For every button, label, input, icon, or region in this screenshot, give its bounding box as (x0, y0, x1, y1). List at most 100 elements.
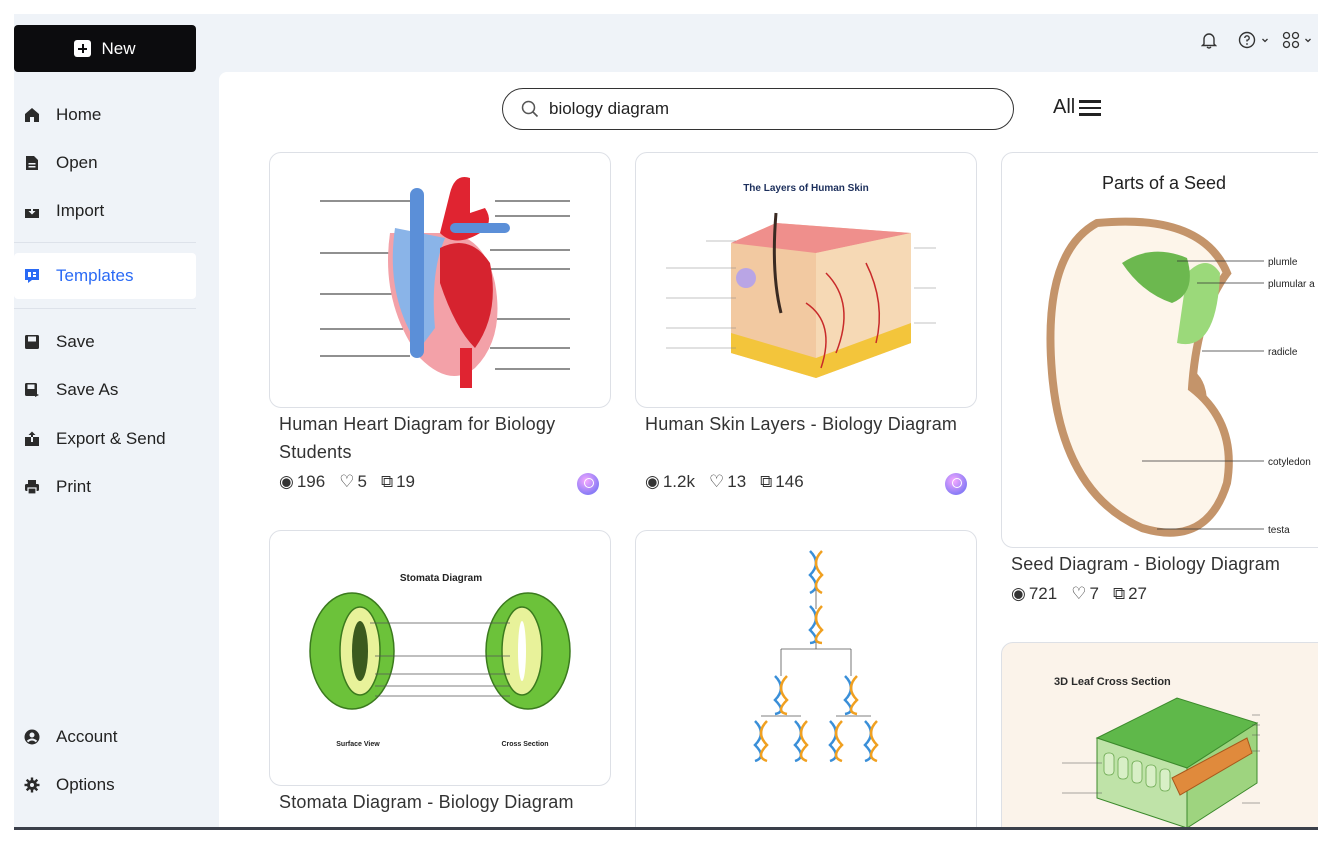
filter-all-button[interactable]: All (1053, 96, 1102, 119)
author-avatar[interactable] (577, 473, 599, 495)
sidebar-item-print[interactable]: Print (14, 464, 196, 510)
template-card[interactable]: Human Heart Diagram for Biology Students… (269, 152, 611, 502)
heart-diagram-image (320, 177, 570, 388)
sidebar-item-label: Save (56, 332, 95, 351)
sidebar-item-save-as[interactable]: Save As (14, 367, 196, 413)
sidebar-item-open[interactable]: Open (14, 140, 196, 186)
sidebar-item-label: Export & Send (56, 429, 166, 448)
gear-icon (24, 777, 40, 793)
views-count: 721 (1028, 584, 1058, 603)
sidebar-item-label: Account (56, 727, 118, 746)
sidebar-item-import[interactable]: Import (14, 188, 196, 234)
template-thumbnail[interactable]: The Layers of Human Skin (635, 152, 977, 408)
sidebar-item-export-send[interactable]: Export & Send (14, 416, 196, 462)
export-icon (25, 431, 39, 446)
template-thumbnail[interactable]: Parts of a Seed plumle plumular a radicl… (1001, 152, 1318, 548)
apps-button[interactable] (1282, 30, 1313, 50)
help-icon (1238, 31, 1256, 49)
seed-diagram-title: Parts of a Seed (1102, 173, 1226, 193)
sidebar-item-save[interactable]: Save (14, 319, 196, 365)
notification-button[interactable] (1201, 30, 1217, 50)
template-title[interactable]: Human Skin Layers - Biology Diagram (645, 414, 958, 434)
template-card[interactable]: Parts of a Seed plumle plumular a radicl… (1001, 152, 1318, 622)
apps-grid-icon (1282, 31, 1300, 49)
sidebar-item-label: Print (56, 477, 91, 496)
template-thumbnail[interactable]: 3D Leaf Cross Section (1001, 642, 1318, 828)
copies-count: 27 (1128, 584, 1147, 603)
copies-count: 19 (396, 472, 415, 491)
search-icon (521, 100, 539, 118)
template-stats: ◉721 ♡7 ⧉27 (1011, 584, 1147, 604)
copy-icon: ⧉ (760, 472, 773, 491)
skin-layers-image: The Layers of Human Skin (666, 183, 936, 378)
import-icon (25, 204, 39, 218)
chevron-down-icon (1305, 38, 1311, 43)
eye-icon: ◉ (1011, 584, 1026, 603)
window-bottom-edge (14, 827, 1318, 830)
sidebar-item-label: Import (56, 201, 105, 220)
sidebar-item-label: Options (56, 775, 115, 794)
template-card[interactable]: The Layers of Human Skin Hu (635, 152, 977, 502)
sidebar-item-templates[interactable]: Templates (14, 253, 196, 299)
seed-diagram-image: Parts of a Seed plumle plumular a radicl… (1046, 173, 1315, 537)
sidebar-item-label: Save As (56, 380, 119, 399)
copy-icon: ⧉ (380, 472, 394, 491)
seed-label: plumle (1268, 257, 1298, 268)
leaf-diagram-title: 3D Leaf Cross Section (1054, 676, 1171, 688)
heart-icon: ♡ (1071, 584, 1087, 603)
sidebar-item-label: Open (56, 153, 98, 172)
templates-panel: All (219, 72, 1318, 828)
heart-icon: ♡ (339, 472, 355, 491)
sidebar-item-account[interactable]: Account (14, 714, 196, 760)
save-icon (25, 335, 39, 349)
seed-label: radicle (1268, 347, 1298, 358)
sidebar-item-options[interactable]: Options (14, 762, 196, 808)
template-card[interactable]: Stomata Diagram Surface (269, 530, 611, 828)
print-icon (25, 480, 39, 495)
home-icon (25, 108, 39, 122)
template-title[interactable]: Seed Diagram - Biology Diagram (1011, 554, 1281, 574)
search-box[interactable] (502, 88, 1014, 130)
template-title[interactable]: Stomata Diagram - Biology Diagram (279, 792, 574, 812)
stomata-diagram-image: Stomata Diagram Surface (309, 573, 571, 748)
template-card[interactable] (635, 530, 977, 828)
chevron-down-icon (1262, 38, 1268, 43)
account-icon (24, 729, 40, 745)
file-icon (26, 156, 38, 170)
template-card[interactable]: 3D Leaf Cross Section (1001, 642, 1318, 828)
template-thumbnail[interactable] (269, 152, 611, 408)
copies-count: 146 (775, 472, 804, 491)
sidebar-item-label: Templates (56, 266, 134, 285)
copy-icon: ⧉ (1112, 584, 1126, 603)
save-as-icon (25, 383, 39, 397)
bell-icon (1201, 33, 1217, 49)
template-thumbnail[interactable]: Stomata Diagram Surface (269, 530, 611, 786)
eye-icon: ◉ (645, 472, 660, 491)
app-window: New Home Open Import Templates Save Save… (14, 14, 1318, 828)
stomata-view-label: Cross Section (501, 741, 548, 748)
template-thumbnail[interactable] (635, 530, 977, 828)
eye-icon: ◉ (279, 472, 294, 491)
sidebar-item-label: Home (56, 105, 102, 124)
sidebar-item-home[interactable]: Home (14, 92, 196, 138)
new-button-label: New (101, 38, 136, 58)
author-avatar[interactable] (945, 473, 967, 495)
seed-label: testa (1268, 525, 1290, 536)
filter-label: All (1053, 96, 1076, 118)
template-stats: ◉1.2k ♡13 ⧉146 (645, 472, 804, 492)
skin-diagram-title: The Layers of Human Skin (743, 183, 869, 194)
likes-count: 13 (727, 472, 747, 491)
heart-icon: ♡ (708, 472, 725, 491)
help-button[interactable] (1238, 30, 1270, 50)
new-button[interactable]: New (14, 25, 196, 72)
views-count: 196 (296, 472, 326, 491)
views-count: 1.2k (662, 472, 695, 491)
template-stats: ◉196 ♡5 ⧉19 (279, 472, 415, 492)
likes-count: 7 (1089, 584, 1099, 603)
menu-icon (1079, 99, 1102, 116)
dna-diagram-image (753, 550, 879, 763)
likes-count: 5 (357, 472, 367, 491)
templates-icon (25, 269, 39, 283)
template-title[interactable]: Human Heart Diagram for Biology Students (279, 414, 556, 462)
search-input[interactable] (549, 99, 969, 119)
